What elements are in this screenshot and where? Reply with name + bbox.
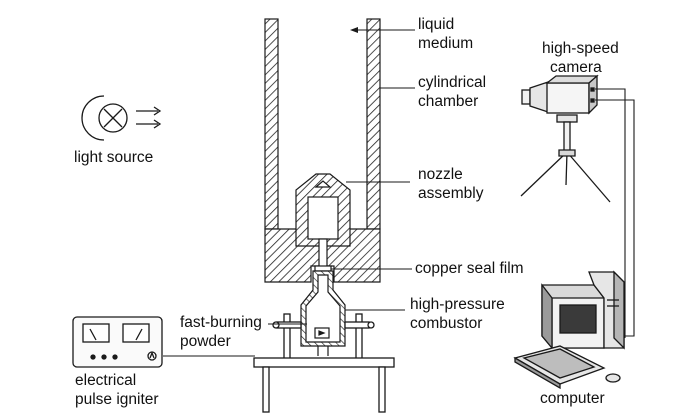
cylindrical-chamber-line-1: cylindrical	[418, 74, 487, 91]
light-source-label: light source	[74, 149, 154, 166]
high-speed-camera-label: high-speed camera	[542, 39, 619, 77]
electrical-pulse-igniter-line-2: pulse igniter	[75, 391, 159, 408]
copper-seal-film-label: copper seal film	[415, 260, 524, 277]
copper-seal-film	[314, 265, 332, 272]
liquid-medium-line-1: liquid	[418, 16, 455, 33]
nozzle-assembly-label: nozzle assembly	[418, 165, 483, 203]
cylindrical-chamber-label: cylindrical chamber	[418, 73, 486, 111]
desktop-computer-icon	[513, 270, 625, 390]
nozzle-assembly-line-1: nozzle	[418, 166, 463, 183]
liquid-medium-label: liquid medium	[418, 15, 473, 53]
high-pressure-combustor-line-1: high-pressure	[410, 296, 505, 313]
fast-burning-powder-line-1: fast-burning	[180, 314, 262, 331]
nozzle-assembly-line-2: assembly	[418, 185, 484, 202]
light-source-icon	[81, 95, 162, 141]
cylindrical-chamber-line-2: chamber	[418, 93, 479, 110]
camera-on-tripod-icon	[520, 74, 611, 203]
dual-meter-igniter-icon	[72, 316, 163, 368]
electrical-pulse-igniter-line-1: electrical	[75, 372, 137, 389]
liquid-medium-line-2: medium	[418, 35, 474, 52]
high-pressure-combustor	[300, 270, 346, 356]
high-speed-camera-line-1: high-speed	[542, 40, 619, 57]
high-pressure-combustor-line-2: combustor	[410, 315, 483, 332]
cylindrical-chamber	[264, 18, 381, 230]
leader-lines	[268, 29, 415, 325]
fast-burning-powder-line-2: powder	[180, 333, 231, 350]
liquid-medium-arrow	[350, 27, 358, 33]
high-pressure-combustor-label: high-pressure combustor	[410, 295, 505, 333]
fast-burning-powder-label: fast-burning powder	[180, 313, 262, 351]
high-speed-camera-line-2: camera	[550, 59, 602, 76]
nozzle-assembly	[295, 173, 351, 269]
electrical-pulse-igniter-label: electrical pulse igniter	[75, 371, 159, 409]
computer-label: computer	[540, 390, 605, 407]
